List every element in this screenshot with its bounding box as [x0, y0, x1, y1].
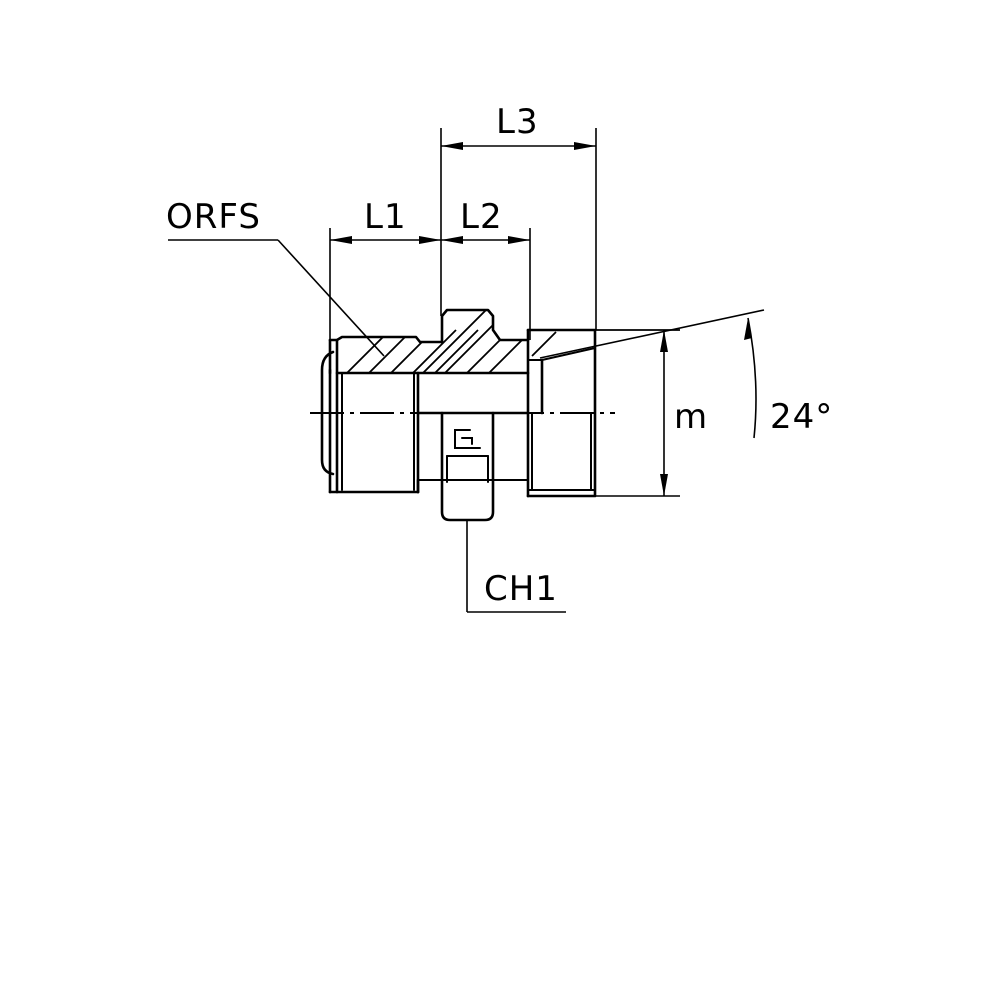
dimension-l3: [441, 142, 596, 150]
label-orfs: ORFS: [166, 197, 261, 237]
extension-lines: [329, 128, 680, 497]
manufacturer-mark-icon: [454, 429, 481, 449]
label-ch1: CH1: [484, 569, 558, 609]
o-ring-seal: [320, 350, 335, 476]
dimension-m: [660, 330, 668, 496]
orfs-end-section: [328, 335, 444, 494]
label-l1: L1: [364, 197, 407, 237]
cone-end-section: [526, 328, 597, 498]
dimension-angle: [539, 309, 765, 439]
label-m: m: [674, 397, 708, 437]
label-l2: L2: [460, 197, 503, 237]
dimension-l1-l2: [330, 236, 530, 244]
leader-ch1: [466, 520, 566, 613]
label-l3: L3: [496, 102, 539, 142]
leader-orfs: [168, 239, 385, 357]
label-angle: 24°: [770, 397, 833, 437]
